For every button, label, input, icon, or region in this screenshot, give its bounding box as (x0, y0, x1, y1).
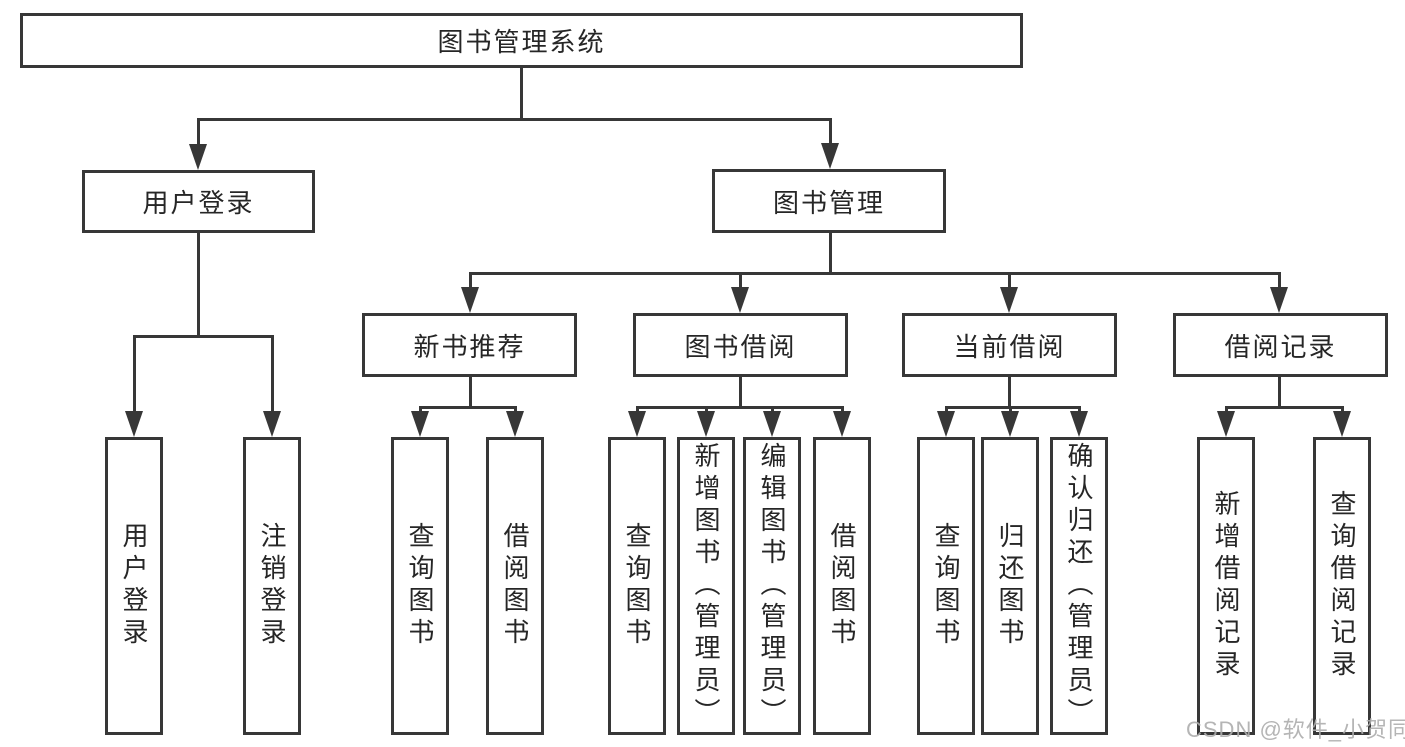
arrowhead (1333, 411, 1351, 437)
connector-line (133, 335, 273, 338)
leaf-label: 查询图书 (931, 522, 961, 650)
connector-line (840, 406, 844, 414)
leaf-user-login: 用户登录 (105, 437, 163, 735)
leaf-borrow-books: 借阅图书 (813, 437, 871, 735)
connector-line (770, 406, 774, 414)
node-borrowing-records: 借阅记录 (1173, 313, 1388, 377)
leaf-return-books: 归还图书 (981, 437, 1039, 735)
node-book-borrowing: 图书借阅 (633, 313, 848, 377)
leaf-query-books-recommend: 查询图书 (391, 437, 449, 735)
leaf-label: 新增图书（管理员） (691, 442, 721, 730)
connector-line (1007, 377, 1011, 408)
arrowhead (1001, 411, 1019, 437)
arrowhead (731, 287, 749, 313)
connector-line (829, 233, 832, 275)
leaf-label: 注销登录 (257, 522, 287, 650)
connector-line (829, 118, 832, 145)
leaf-query-books-borrow: 查询图书 (608, 437, 666, 735)
node-library-management-system: 图书管理系统 (20, 13, 1023, 68)
leaf-label: 查询图书 (622, 522, 652, 650)
connector-line (1277, 377, 1281, 408)
connector-line (468, 377, 472, 408)
connector-line (197, 118, 200, 146)
connector-line (468, 272, 472, 290)
arrowhead (1070, 411, 1088, 437)
connector-line (418, 406, 422, 414)
leaf-label: 查询借阅记录 (1327, 490, 1357, 682)
leaf-label: 借阅图书 (827, 522, 857, 650)
leaf-label: 编辑图书（管理员） (757, 442, 787, 730)
connector-line (1007, 272, 1011, 290)
connector-line (636, 406, 843, 409)
arrowhead (833, 411, 851, 437)
leaf-label: 用户登录 (119, 522, 149, 650)
node-user-login: 用户登录 (82, 170, 315, 233)
leaf-label: 查询图书 (405, 522, 435, 650)
arrowhead (189, 144, 207, 170)
leaf-logout: 注销登录 (243, 437, 301, 735)
arrowhead (125, 411, 143, 437)
leaf-borrow-books-recommend: 借阅图书 (486, 437, 544, 735)
connector-line (635, 406, 639, 414)
arrowhead (1270, 287, 1288, 313)
connector-line (1008, 406, 1012, 414)
arrowhead (1217, 411, 1235, 437)
connector-line (944, 406, 948, 414)
node-book-management: 图书管理 (712, 169, 946, 233)
leaf-label: 新增借阅记录 (1211, 490, 1241, 682)
arrowhead (628, 411, 646, 437)
connector-line (1340, 406, 1344, 414)
arrowhead (937, 411, 955, 437)
leaf-add-book-admin: 新增图书（管理员） (677, 437, 735, 735)
leaf-label: 归还图书 (995, 522, 1025, 650)
connector-line (513, 406, 517, 414)
connector-line (738, 272, 742, 290)
leaf-query-borrow-record: 查询借阅记录 (1313, 437, 1371, 735)
connector-line (197, 118, 831, 121)
arrowhead (1000, 287, 1018, 313)
arrowhead (763, 411, 781, 437)
arrowhead (821, 143, 839, 169)
connector-line (1224, 406, 1228, 414)
connector-line (1225, 406, 1343, 409)
connector-line (469, 272, 1281, 275)
connector-line (270, 335, 274, 413)
leaf-query-books-current: 查询图书 (917, 437, 975, 735)
leaf-confirm-return-admin: 确认归还（管理员） (1050, 437, 1108, 735)
connector-line (197, 233, 200, 337)
connector-line (738, 377, 742, 408)
arrowhead (411, 411, 429, 437)
node-current-borrowing: 当前借阅 (902, 313, 1117, 377)
connector-line (945, 406, 1081, 409)
leaf-add-borrow-record: 新增借阅记录 (1197, 437, 1255, 735)
leaf-label: 确认归还（管理员） (1064, 442, 1094, 730)
arrowhead (506, 411, 524, 437)
node-new-book-recommend: 新书推荐 (362, 313, 577, 377)
connector-line (132, 335, 136, 413)
arrowhead (461, 287, 479, 313)
leaf-edit-book-admin: 编辑图书（管理员） (743, 437, 801, 735)
connector-line (1277, 272, 1281, 290)
connector-line (520, 68, 523, 118)
arrowhead (697, 411, 715, 437)
connector-line (1077, 406, 1081, 414)
arrowhead (263, 411, 281, 437)
watermark: CSDN @软件_小贺同学 (1186, 717, 1405, 742)
connector-line (704, 406, 708, 414)
connector-line (419, 406, 517, 409)
leaf-label: 借阅图书 (500, 522, 530, 650)
